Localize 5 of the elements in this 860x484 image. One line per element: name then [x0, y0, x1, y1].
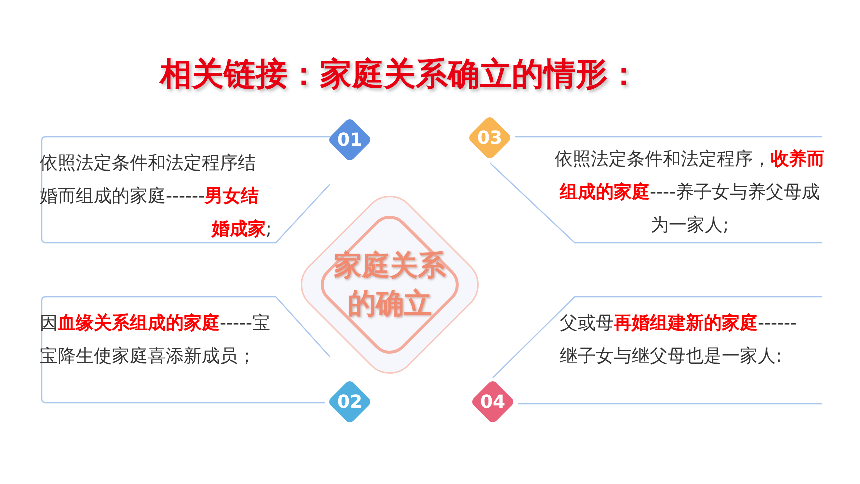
description-text: 父或母再婚组建新的家庭------继子女与继父母也是一家人: — [560, 312, 798, 369]
title: 相关链接：家庭关系确立的情形： — [158, 54, 641, 95]
description-text: 依照法定条件和法定程序，收养而组成的家庭----养子女与养父母成为一家人; — [555, 148, 825, 238]
description-text: 依照法定条件和法定程序结婚而组成的家庭------男女结婚成家; — [40, 152, 272, 242]
description-text: 因血缘关系组成的家庭-----宝宝降生使家庭喜添新成员； — [40, 312, 272, 369]
